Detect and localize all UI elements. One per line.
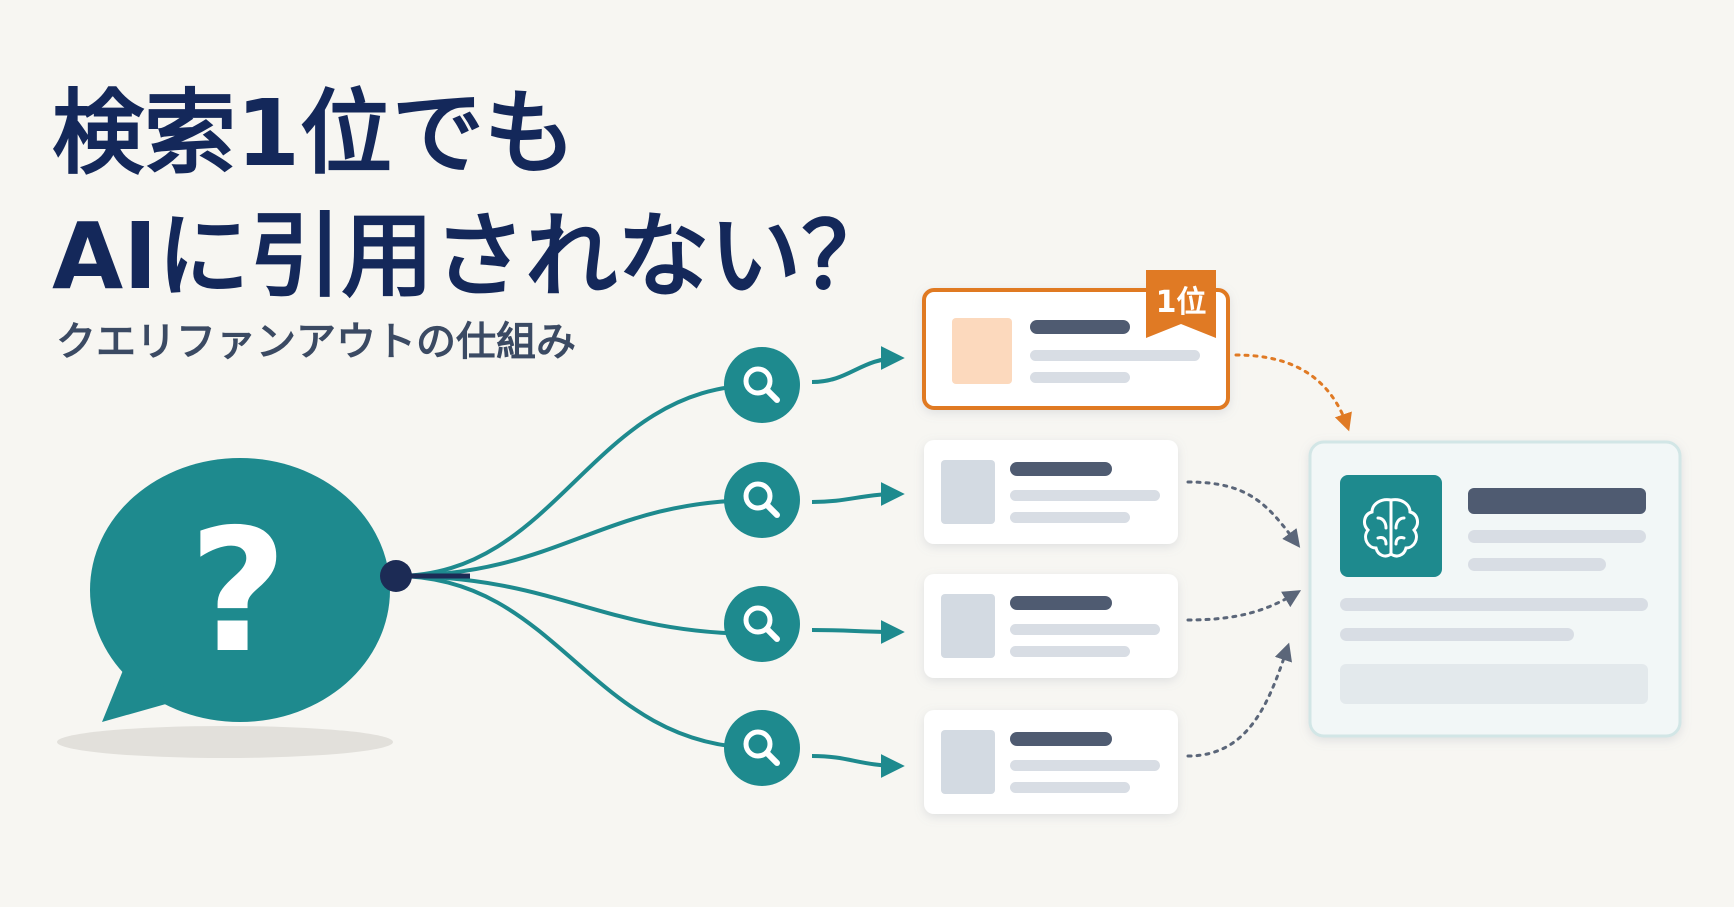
- rank-badge: 1位: [1146, 270, 1216, 338]
- fanout-branches: [395, 383, 761, 750]
- result-card: [924, 440, 1178, 544]
- hub-node: [380, 560, 412, 592]
- search-icon: [724, 462, 800, 538]
- search-icon: [724, 586, 800, 662]
- uncited-arrows: [1186, 480, 1302, 758]
- brain-icon: [1363, 498, 1419, 558]
- result-thumbnail: [952, 318, 1012, 384]
- result-card: [924, 710, 1178, 814]
- result-card: [924, 574, 1178, 678]
- title-line-1: 検索1位でも: [52, 80, 576, 187]
- search-icon: [724, 710, 800, 786]
- rank-badge-label: 1位: [1156, 285, 1207, 320]
- query-arrows: [811, 346, 905, 778]
- question-mark: ?: [189, 493, 288, 691]
- speech-bubble-icon: ?: [57, 458, 393, 758]
- title-line-2: AIに引用されない？: [52, 203, 893, 310]
- ai-answer-panel: [1308, 440, 1682, 738]
- subtitle: クエリファンアウトの仕組み: [56, 319, 576, 365]
- search-icon: [724, 347, 800, 423]
- cited-arrow: [1234, 353, 1352, 432]
